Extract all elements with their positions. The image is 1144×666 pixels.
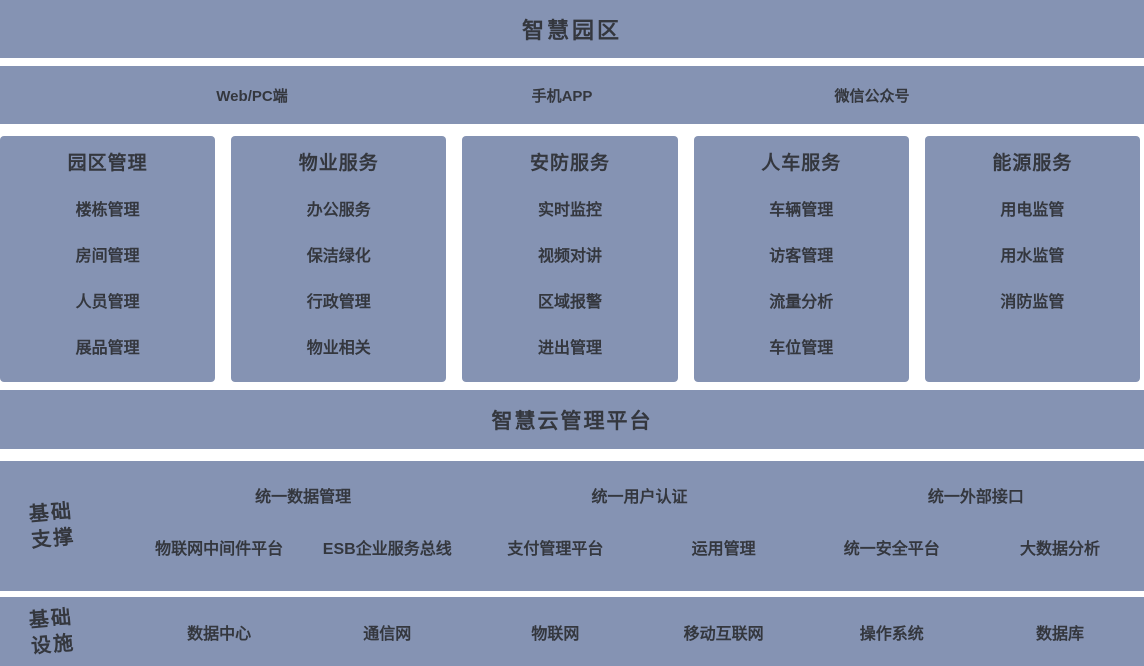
support-item: 物联网中间件平台 [155, 541, 284, 558]
support-item: 支付管理平台 [507, 541, 604, 558]
support-item: ESB企业服务总线 [322, 541, 452, 558]
support-item: 大数据分析 [1019, 541, 1100, 558]
column-item: 用电监管 [1000, 202, 1065, 219]
column-item: 行政管理 [306, 294, 371, 311]
page-title: 智慧园区 [521, 18, 622, 43]
platform-banner-label: 智慧云管理平台 [491, 409, 653, 433]
infrastructure-section-label: 基础 设施 [28, 602, 102, 660]
support-item: 运用管理 [691, 541, 756, 558]
smart-park-title-banner: 智慧园区 [0, 0, 1144, 58]
infrastructure-label-line2: 设施 [30, 632, 77, 658]
support-item: 统一用户认证 [591, 489, 688, 506]
channel-wechat-account: 微信公众号 [834, 87, 910, 105]
support-label-line1: 基础 [28, 500, 74, 527]
column-park-management: 园区管理 楼栋管理 房间管理 人员管理 展品管理 [0, 136, 216, 382]
basic-support-section: 基础 支撑 统一数据管理 统一用户认证 统一外部接口 物联网中间件平台 ESB企… [0, 461, 1144, 591]
column-item: 区域报警 [538, 294, 603, 311]
column-item: 展品管理 [75, 340, 140, 357]
column-security-services: 安防服务 实时监控 视频对讲 区域报警 进出管理 [462, 136, 678, 382]
channel-web-pc: Web/PC端 [216, 87, 288, 105]
infrastructure-item: 数据中心 [187, 625, 252, 643]
column-header: 能源服务 [992, 153, 1073, 174]
column-item: 物业相关 [306, 340, 371, 357]
column-item: 办公服务 [306, 202, 371, 219]
infrastructure-label-line1: 基础 [28, 606, 74, 633]
column-item: 保洁绿化 [306, 248, 371, 265]
column-item: 实时监控 [538, 202, 603, 219]
column-item: 进出管理 [538, 340, 603, 357]
support-row-platforms: 物联网中间件平台 ESB企业服务总线 支付管理平台 运用管理 统一安全平台 大数… [135, 531, 1144, 563]
column-item: 消防监管 [1000, 294, 1065, 311]
column-people-vehicle-services: 人车服务 车辆管理 访客管理 流量分析 车位管理 [693, 136, 909, 382]
column-item: 流量分析 [769, 294, 834, 311]
column-item: 车辆管理 [769, 202, 834, 219]
support-item: 统一安全平台 [843, 541, 940, 558]
infrastructure-item: 操作系统 [859, 625, 924, 643]
infrastructure-item: 通信网 [363, 625, 412, 643]
column-item: 访客管理 [769, 248, 834, 265]
support-section-label: 基础 支撑 [28, 496, 102, 554]
channel-mobile-app: 手机APP [531, 87, 593, 105]
infrastructure-section: 基础 设施 数据中心 通信网 物联网 移动互联网 操作系统 数据库 [0, 597, 1144, 666]
infrastructure-item: 移动互联网 [683, 625, 764, 643]
cloud-platform-banner: 智慧云管理平台 [0, 390, 1144, 449]
column-item: 楼栋管理 [75, 202, 140, 219]
support-item: 统一外部接口 [927, 489, 1024, 506]
column-item: 房间管理 [75, 248, 140, 265]
infrastructure-item: 物联网 [531, 625, 580, 643]
support-row-unified: 统一数据管理 统一用户认证 统一外部接口 [135, 479, 1144, 511]
column-energy-services: 能源服务 用电监管 用水监管 消防监管 [924, 136, 1141, 382]
support-label-line2: 支撑 [30, 526, 77, 552]
column-header: 物业服务 [298, 153, 379, 174]
support-item: 统一数据管理 [255, 489, 352, 506]
column-header: 安防服务 [530, 153, 611, 174]
column-item: 视频对讲 [538, 248, 603, 265]
column-header: 园区管理 [67, 153, 148, 174]
column-item: 人员管理 [75, 294, 140, 311]
column-header: 人车服务 [761, 153, 842, 174]
infrastructure-row: 数据中心 通信网 物联网 移动互联网 操作系统 数据库 [135, 620, 1144, 644]
column-property-services: 物业服务 办公服务 保洁绿化 行政管理 物业相关 [231, 136, 447, 382]
service-columns: 园区管理 楼栋管理 房间管理 人员管理 展品管理 物业服务 办公服务 保洁绿化 … [0, 136, 1144, 382]
access-channels-bar: Web/PC端 手机APP 微信公众号 [0, 66, 1144, 124]
column-item: 车位管理 [769, 340, 834, 357]
column-item: 用水监管 [1000, 248, 1065, 265]
infrastructure-item: 数据库 [1035, 625, 1084, 643]
